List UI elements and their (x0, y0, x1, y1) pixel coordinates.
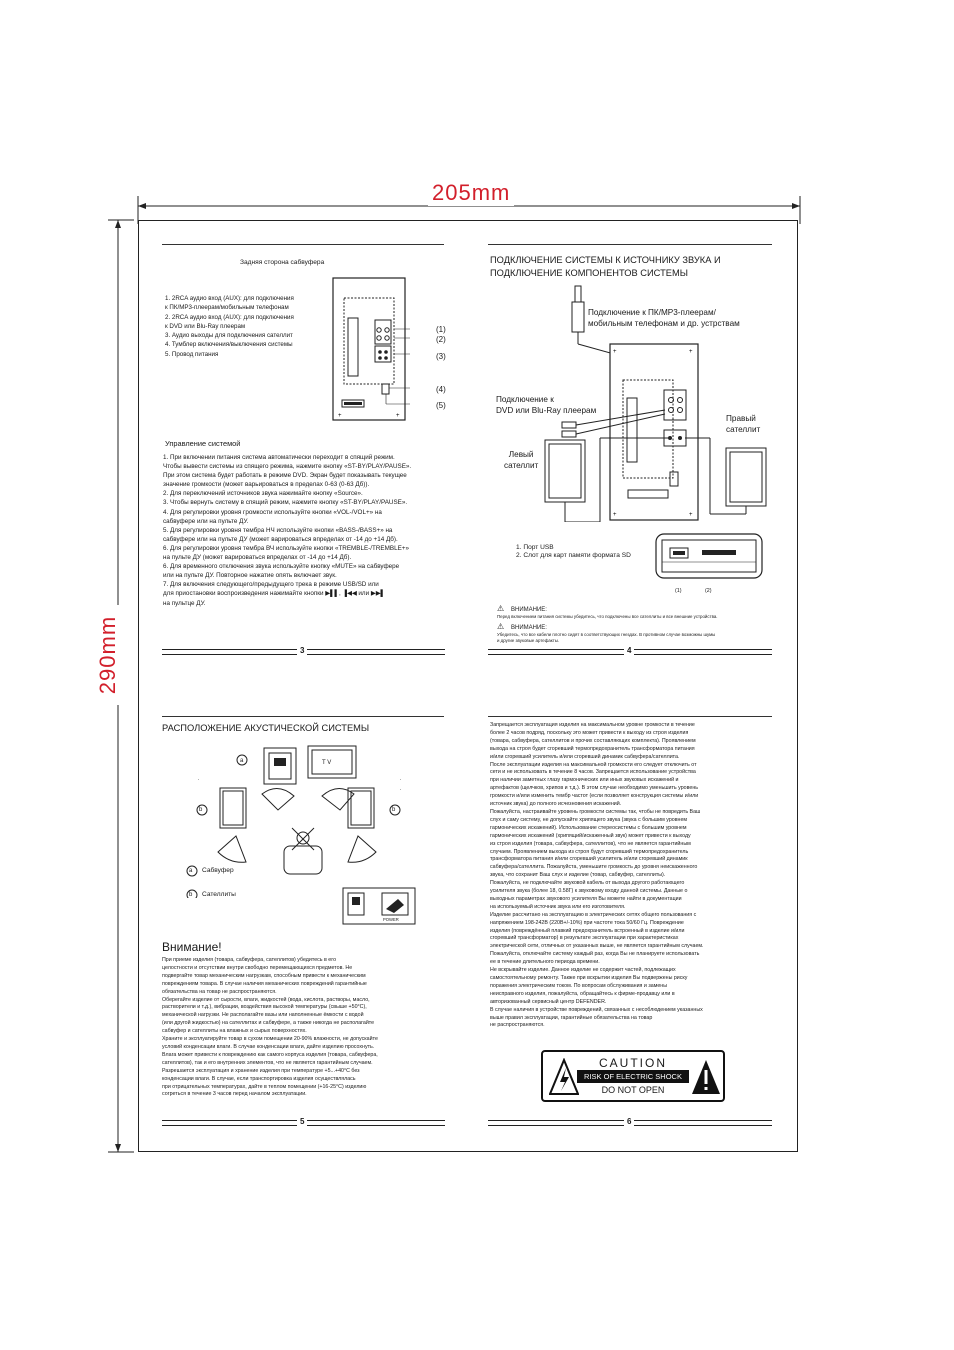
width-label: 205mm (428, 180, 515, 206)
top-rule (488, 244, 772, 245)
caution-line-2: DO NOT OPEN (601, 1085, 665, 1095)
warning-title-1: ВНИМАНИЕ: (511, 607, 547, 613)
control-title: Управление системой (165, 439, 241, 448)
svg-text:+: + (689, 349, 693, 355)
top-rule (488, 716, 772, 717)
right-satellite-label: Правый сателлит (726, 414, 761, 434)
svg-text:+: + (338, 413, 342, 419)
svg-text:.: . (400, 776, 401, 782)
caution-word: CAUTION (577, 1056, 689, 1071)
legend-marker-a: a (189, 868, 193, 874)
width-arrow (137, 196, 801, 224)
warning-text-1: Перед включением питания системы убедите… (497, 614, 718, 619)
marker-b: b (199, 807, 203, 813)
subwoofer-legend: 1. 2RCA аудио вход (AUX): для подключени… (165, 295, 294, 358)
power-label: POWER (383, 917, 399, 922)
callout-4: (4) (436, 385, 446, 394)
port-callout-2: (2) (705, 588, 712, 594)
top-rule (162, 244, 444, 245)
marker-a: a (240, 758, 244, 764)
svg-text:+: + (689, 512, 693, 518)
page-number: 4 (624, 646, 635, 655)
usb-sd-panel (655, 533, 763, 579)
warning-text-2: Убедитесь, что все кабели плотно сидят в… (497, 632, 716, 644)
svg-text:+: + (613, 512, 617, 518)
callout-3: (3) (436, 352, 446, 361)
placement-diagram: .. . (196, 745, 401, 875)
pc-connection-label: Подключение к ПК/MP3-плеерам/ мобильным … (588, 308, 740, 328)
legend-marker-b: b (189, 892, 193, 898)
callout-1: (1) (436, 325, 446, 334)
warning-icon: ⚠ (497, 604, 505, 613)
height-label: 290mm (95, 605, 121, 705)
subwoofer-rear-panel: ++ (332, 277, 410, 421)
page-number: 6 (624, 1117, 635, 1126)
port-callout-1: (1) (675, 588, 682, 594)
tv-label: T V (322, 760, 332, 766)
legend-subwoofer: Сабвуфер (202, 867, 234, 874)
lightning-icon (549, 1058, 579, 1095)
connection-heading: ПОДКЛЮЧЕНИЕ СИСТЕМЫ К ИСТОЧНИКУ ЗВУКА И … (490, 255, 721, 278)
placement-heading: РАСПОЛОЖЕНИЕ АКУСТИЧЕСКОЙ СИСТЕМЫ (162, 723, 370, 733)
subwoofer-rear-title: Задняя сторона сабвуфера (240, 259, 325, 266)
callout-5: (5) (436, 401, 446, 410)
caution-label: CAUTION RISK OF ELECTRIC SHOCK DO NOT OP… (541, 1050, 725, 1102)
page-frame (138, 220, 798, 1152)
dvd-connection-label: Подключение к DVD или Blu-Ray плеерам (496, 395, 597, 415)
attention-text: При приеме изделия (товара, сабвуфера, с… (162, 957, 378, 1098)
svg-text:.: . (400, 786, 401, 792)
top-rule (162, 716, 444, 717)
legend-markers (186, 865, 198, 898)
page-number: 5 (297, 1117, 308, 1126)
warning-title-2: ВНИМАНИЕ: (511, 625, 547, 631)
control-instructions: 1. При включении питания система автомат… (163, 454, 412, 607)
ports-legend: 1. Порт USB 2. Слот для карт памяти форм… (516, 544, 631, 560)
marker-b: b (392, 807, 396, 813)
svg-text:.: . (198, 776, 199, 782)
svg-text:+: + (613, 349, 617, 355)
connection-diagram: + + + + (544, 285, 767, 522)
legend-satellites: Сателлиты (202, 891, 236, 898)
usage-rules-text: Запрещается эксплуатация изделия на макс… (490, 722, 704, 1029)
left-satellite-label: Левый сателлит (504, 450, 539, 470)
caution-line-1: RISK OF ELECTRIC SHOCK (577, 1071, 689, 1083)
exclamation-icon (692, 1060, 720, 1094)
attention-title: Внимание! (162, 940, 222, 954)
warning-icon: ⚠ (497, 622, 505, 631)
svg-text:+: + (396, 413, 400, 419)
callout-2: (2) (436, 335, 446, 344)
page-number: 3 (297, 646, 308, 655)
power-illustration (342, 887, 416, 925)
